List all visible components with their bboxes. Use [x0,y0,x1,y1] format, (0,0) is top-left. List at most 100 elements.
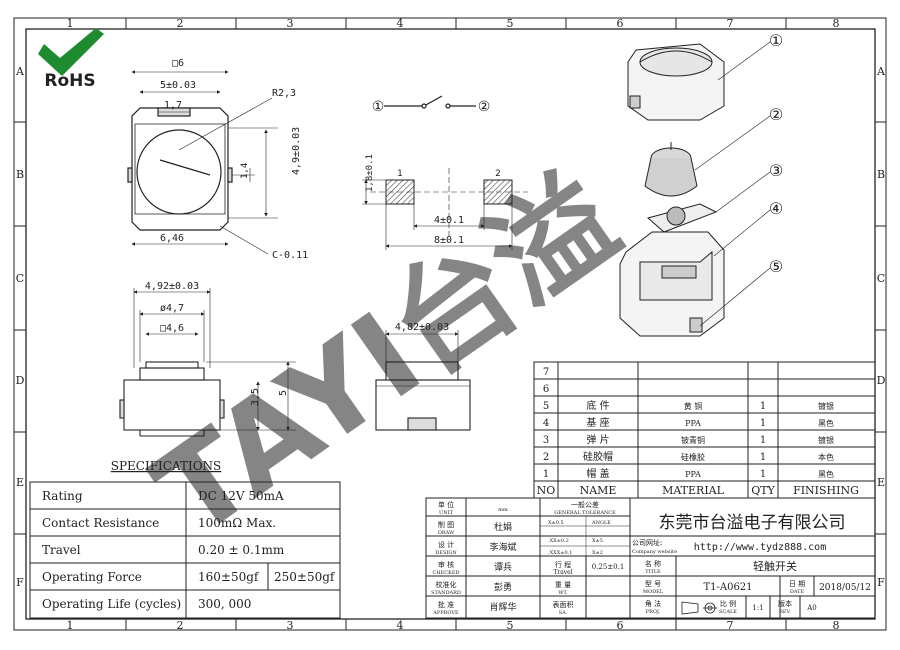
tb-checked-value: 谭兵 [494,561,512,573]
bom-row-no: 4 [543,418,549,429]
tb-tol-x2: X±2 [592,550,603,556]
dim-top-square: □6 [172,58,184,69]
tb-model-en: MODEL [643,589,664,595]
tb-unit-en: UNIT [439,510,454,516]
circuit-pin-1: ① [372,99,385,115]
bom-row-no: 5 [543,401,549,412]
bom-row-finish: 本色 [818,452,834,462]
tb-tol-label: 一般公差 [571,500,599,509]
callout-3: ③ [769,161,783,180]
top-view-labels: □6 5±0.03 1,7 R2,3 1,4 4,9±0.03 6,46 C-0… [160,58,308,261]
tb-model-value: T1-A0621 [703,582,752,593]
tb-wt-label: 重 量 [555,581,571,589]
tb-rev-label: 版本 [778,599,792,608]
tb-date-value: 2018/05/12 [819,583,871,593]
dim-chamfer: C-0.11 [272,250,308,261]
tb-travel-en: Travel [553,569,572,576]
bom-row-name: 基 座 [586,416,609,429]
row-label-A: A [15,65,25,78]
tb-design-value: 李海斌 [489,541,516,553]
bom-row-finish: 黑色 [818,418,834,428]
dim-pad-gap: 4±0.1 [434,215,464,226]
bom-row-finish: 黑色 [818,469,834,479]
tb-tol-x5: X±5 [592,538,603,544]
column-label-bottom-6: 6 [617,619,624,632]
spec-value: 0.20 ± 0.1mm [198,543,285,557]
dim-1-7: 1,7 [164,100,182,111]
tb-travel-value: 0.25±0.1 [592,563,625,571]
spec-label: Operating Force [42,570,142,584]
dim-4-92: 4,92±0.03 [145,281,199,292]
column-label-bottom-1: 1 [67,619,74,632]
bom-row-qty: 1 [760,469,766,480]
dim-square-4-6: □4,6 [160,323,184,334]
tb-rev-value: A0 [806,604,817,612]
dim-1-4: 1,4 [240,163,250,179]
spec-value-2: 250±50gf [274,570,336,584]
tb-rev-en: REV. [779,609,791,615]
tb-tol-xx: .XX±0.2 [548,538,569,544]
pad-layout: 1 2 1,8±0.1 4±0.1 8±0.1 [362,154,528,250]
tb-std-value: 彭勇 [494,581,512,593]
tb-std-label: 校准化 [436,580,457,589]
dim-3-5: 3,5 [250,388,261,406]
top-view [127,107,233,231]
top-view-dims [131,70,278,255]
column-label-bottom-4: 4 [397,619,404,632]
row-label-right-B: B [877,168,885,181]
bom-row-name: 硅胶帽 [583,450,613,463]
side-view-left [119,361,225,437]
specs-table [29,481,341,619]
side-view-right-dims [385,330,459,362]
bom-row-name: 帽 盖 [586,467,609,480]
bom-row-material: 硅橡胶 [681,452,705,462]
tb-web-label-en: Company website [632,549,677,555]
dim-pad-span: 8±0.1 [434,235,464,246]
side-view-left-labels: 4,92±0.03 ø4,7 □4,6 3,5 5 [145,281,289,406]
tb-design-en: DESIGN [435,550,457,556]
spec-label: Operating Life (cycles) [42,597,181,611]
tb-std-en: STANDARD [431,590,461,596]
callout-5: ⑤ [769,257,783,276]
tb-scale-value: 1:1 [752,604,763,612]
row-label-right-C: C [877,272,885,285]
bom-header-name: NAME [580,484,617,497]
bom-row-no: 6 [543,384,549,395]
tb-proj-en: PROJ. [646,609,661,615]
column-label-bottom-2: 2 [177,619,184,632]
spec-value: 160±50gf [198,570,260,584]
callout-4: ④ [769,199,783,218]
tb-unit-label: 单 位 [438,500,454,509]
column-label-1: 1 [67,17,74,30]
projection-symbol-icon [681,601,717,615]
frame-ticks [14,18,886,630]
tb-draw-value: 杜娟 [494,521,512,533]
tb-name-en: TITLE [645,569,661,575]
tb-name-label: 名 称 [645,559,661,568]
tb-tol-en: GENERAL TOLERANCE [554,510,616,516]
tb-model-label: 型 号 [645,579,661,588]
circuit-pin-2: ② [478,99,491,115]
column-label-6: 6 [617,17,624,30]
dim-pad-height: 1,8±0.1 [365,154,375,192]
tb-approve-en: APPROVE [432,610,459,616]
row-label-right-F: F [877,576,885,589]
bom-row-no: 7 [543,367,549,378]
dim-width-5: 5±0.03 [160,80,196,91]
column-label-5: 5 [507,17,514,30]
tb-tol-angle: ANGLE [591,520,611,526]
exploded-view [619,43,725,337]
dim-dia-4-7: ø4,7 [160,303,184,314]
tb-approve-label: 批 准 [438,600,454,609]
pad-2-label: 2 [495,169,501,179]
title-block [425,497,876,619]
rohs-logo-text: RoHS [44,71,95,91]
row-label-right-D: D [877,374,886,387]
bom-row-qty: 1 [760,435,766,446]
tb-name-value: 轻触开关 [753,559,797,573]
dim-4-82: 4,82±0.03 [395,322,449,333]
tb-approve-value: 肖辉华 [489,601,516,613]
tb-checked-en: CHECKED [432,570,459,576]
row-label-right-A: A [876,65,886,78]
